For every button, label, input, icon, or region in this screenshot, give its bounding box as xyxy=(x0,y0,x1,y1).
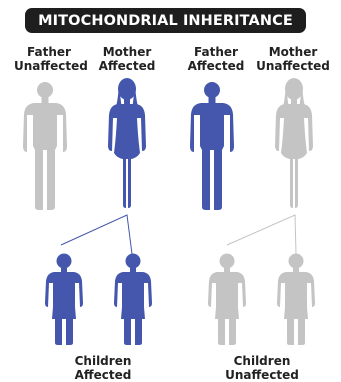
left-children-label: Children Affected xyxy=(63,354,143,382)
left-child-2-figure xyxy=(114,254,152,346)
right-father-figure xyxy=(190,82,234,210)
right-children-status: Unaffected xyxy=(218,368,306,382)
left-children-role: Children xyxy=(63,354,143,368)
right-child-1-figure xyxy=(208,254,246,346)
left-mother-figure xyxy=(108,78,146,208)
right-children-role: Children xyxy=(218,354,306,368)
left-children-status: Affected xyxy=(63,368,143,382)
right-mother-figure xyxy=(275,78,313,208)
right-children-label: Children Unaffected xyxy=(218,354,306,382)
right-family-connector xyxy=(227,215,296,254)
left-family-connector xyxy=(61,215,132,254)
left-child-1-figure xyxy=(45,254,83,346)
left-father-figure xyxy=(23,82,67,210)
right-child-2-figure xyxy=(277,254,315,346)
